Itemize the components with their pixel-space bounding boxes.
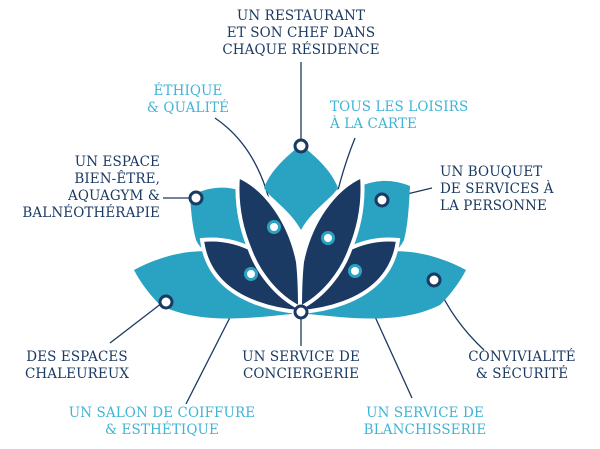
label-convivialite-line-1: CONVIVIALITÉ — [468, 349, 576, 365]
dot-bouquet — [374, 192, 390, 208]
label-bien-etre-line-3: AQUAGYM & — [67, 188, 160, 204]
label-ethique-line-2: & QUALITÉ — [146, 100, 230, 116]
marker-dots — [158, 138, 442, 320]
label-conciergerie: UN SERVICE DE CONCIERGERIE — [228, 349, 374, 383]
label-loisirs: TOUS LES LOISIRS À LA CARTE — [330, 99, 490, 133]
label-bouquet-line-3: LA PERSONNE — [440, 198, 548, 214]
dot-convivialite — [426, 272, 442, 288]
petal-top — [264, 145, 338, 230]
dot-bien-etre — [188, 190, 204, 206]
label-restaurant-line-1: UN RESTAURANT — [236, 8, 366, 24]
label-salon: UN SALON DE COIFFURE & ESTHÉTIQUE — [56, 405, 268, 439]
label-salon-line-1: UN SALON DE COIFFURE — [68, 405, 256, 421]
label-restaurant-line-2: ET SON CHEF DANS — [226, 25, 376, 41]
label-espaces: DES ESPACES CHALEUREUX — [12, 349, 142, 383]
label-conciergerie-line-1: UN SERVICE DE — [242, 349, 360, 365]
label-bien-etre-line-2: BIEN-ÊTRE, — [74, 171, 160, 187]
label-blanchisserie-line-1: UN SERVICE DE — [366, 405, 484, 421]
label-blanchisserie: UN SERVICE DE BLANCHISSERIE — [350, 405, 500, 439]
label-loisirs-line-1: TOUS LES LOISIRS — [330, 99, 469, 115]
label-bien-etre-line-1: UN ESPACE — [74, 154, 160, 170]
label-bouquet: UN BOUQUET DE SERVICES À LA PERSONNE — [440, 164, 590, 215]
label-restaurant-line-3: CHAQUE RÉSIDENCE — [222, 42, 380, 58]
dot-blanchisserie — [348, 264, 362, 278]
label-conciergerie-line-2: CONCIERGERIE — [242, 366, 360, 382]
label-restaurant: UN RESTAURANT ET SON CHEF DANS CHAQUE RÉ… — [205, 8, 397, 59]
dot-ethique — [267, 220, 281, 234]
label-bien-etre: UN ESPACE BIEN-ÊTRE, AQUAGYM & BALNÉOTHÉ… — [0, 154, 160, 222]
label-bien-etre-line-4: BALNÉOTHÉRAPIE — [22, 205, 160, 221]
label-convivialite: CONVIVIALITÉ & SÉCURITÉ — [462, 349, 582, 383]
label-salon-line-2: & ESTHÉTIQUE — [105, 422, 219, 438]
label-espaces-line-1: DES ESPACES — [26, 349, 128, 365]
label-loisirs-line-2: À LA CARTE — [330, 116, 417, 132]
label-ethique: ÉTHIQUE & QUALITÉ — [128, 83, 248, 117]
dot-loisirs — [321, 231, 335, 245]
dot-espaces — [158, 294, 174, 310]
label-espaces-line-2: CHALEUREUX — [24, 366, 130, 382]
label-bouquet-line-2: DE SERVICES À — [440, 181, 554, 197]
label-convivialite-line-2: & SÉCURITÉ — [475, 366, 569, 382]
label-bouquet-line-1: UN BOUQUET — [440, 164, 543, 180]
dot-restaurant — [293, 138, 309, 154]
label-blanchisserie-line-2: BLANCHISSERIE — [363, 422, 487, 438]
dot-salon — [244, 267, 258, 281]
label-ethique-line-1: ÉTHIQUE — [153, 83, 223, 99]
connector-espaces — [109, 302, 163, 344]
dot-conciergerie — [293, 304, 309, 320]
